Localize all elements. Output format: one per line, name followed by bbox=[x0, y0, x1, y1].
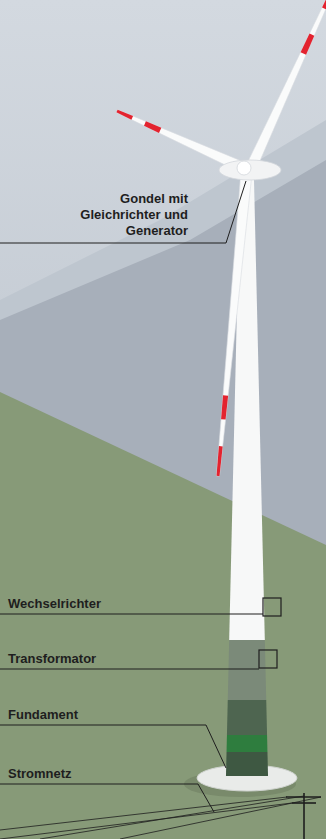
leader-line bbox=[0, 669, 259, 670]
rotor-blade bbox=[245, 0, 326, 172]
tower-stripe bbox=[227, 735, 268, 752]
transformer-box bbox=[259, 650, 277, 668]
leader-line bbox=[0, 181, 246, 243]
blade-marking bbox=[301, 34, 315, 55]
blade-marking bbox=[221, 395, 228, 419]
part-label: Gondel mit Gleichrichter und Generator bbox=[60, 191, 188, 239]
blade-marking bbox=[144, 121, 161, 133]
tower-section bbox=[227, 700, 267, 735]
part-label: Stromnetz bbox=[8, 766, 188, 782]
blade-marking bbox=[322, 0, 326, 9]
part-label: Fundament bbox=[8, 707, 188, 723]
blade-marking bbox=[116, 110, 133, 120]
part-label: Wechselrichter bbox=[8, 596, 188, 612]
leader-line bbox=[0, 614, 263, 615]
blade-marking bbox=[217, 446, 223, 476]
tower bbox=[229, 178, 265, 640]
part-label: Transformator bbox=[8, 651, 188, 667]
rotor-hub bbox=[237, 161, 251, 175]
green-hill bbox=[0, 392, 326, 839]
power-wire bbox=[0, 803, 292, 839]
leader-line bbox=[0, 725, 226, 768]
tower-section bbox=[228, 640, 266, 700]
rotor-blade bbox=[217, 177, 252, 476]
tower-section bbox=[226, 752, 268, 776]
nacelle bbox=[219, 160, 281, 180]
inverter-box bbox=[263, 598, 281, 616]
leader-line bbox=[0, 784, 214, 812]
power-pylon bbox=[303, 793, 305, 839]
